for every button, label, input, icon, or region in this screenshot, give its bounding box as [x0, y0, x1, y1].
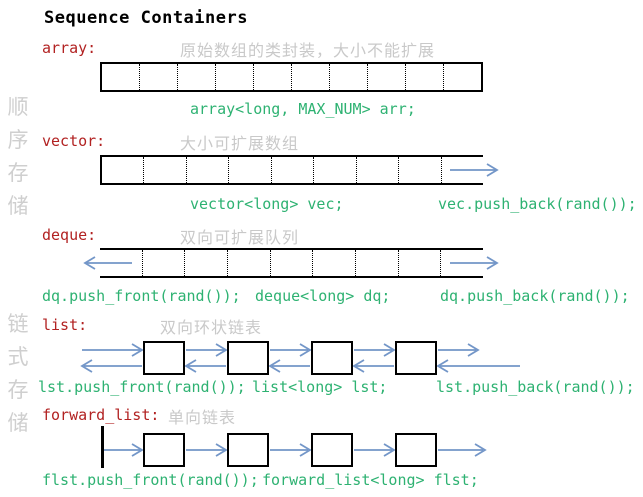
vector-cell — [187, 157, 230, 183]
forward-list-declaration-code: forward_list<long> flst; — [262, 471, 479, 489]
vector-cell — [229, 157, 272, 183]
side-label-linked-storage: 链式存储 — [7, 312, 29, 435]
array-declaration-code: array<long, MAX_NUM> arr; — [190, 100, 416, 118]
array-cell — [368, 64, 406, 90]
deque-grow-right-arrow-icon — [450, 256, 499, 270]
list-declaration-code: list<long> lst; — [252, 378, 388, 396]
array-cell — [102, 64, 140, 90]
list-next-arrows-icon — [82, 343, 480, 357]
array-cells-box — [100, 62, 483, 92]
list-node — [395, 341, 437, 375]
vector-cell — [144, 157, 187, 183]
forward-list-node — [311, 433, 353, 467]
list-description: 双向环状链表 — [160, 318, 263, 337]
deque-cells-box — [100, 248, 483, 278]
vector-push-back-code: vec.push_back(rand()); — [438, 195, 637, 213]
deque-label: deque: — [42, 226, 97, 244]
array-cell — [330, 64, 368, 90]
list-prev-arrows-icon — [80, 359, 520, 373]
list-push-front-code: lst.push_front(rand()); — [38, 378, 246, 396]
vector-declaration-code: vector<long> vec; — [190, 195, 344, 213]
vector-cells-box — [100, 155, 483, 185]
array-cell — [444, 64, 481, 90]
deque-cell — [397, 250, 441, 276]
vector-cell — [314, 157, 357, 183]
deque-cell — [227, 250, 270, 276]
deque-cell — [440, 250, 483, 276]
array-label: array: — [42, 39, 97, 57]
vector-cell — [102, 157, 145, 183]
array-description: 原始数组的类封装，大小不能扩展 — [180, 41, 436, 60]
list-node — [143, 341, 185, 375]
array-cell — [406, 64, 444, 90]
array-cell — [216, 64, 254, 90]
deque-cell — [355, 250, 398, 276]
deque-cell — [141, 250, 185, 276]
forward-list-description: 单向链表 — [168, 408, 237, 427]
list-push-back-code: lst.push_back(rand()); — [436, 378, 635, 396]
list-node — [311, 341, 353, 375]
forward-list-head-bar — [101, 426, 104, 468]
vector-cell — [272, 157, 315, 183]
array-cell — [254, 64, 292, 90]
deque-grow-left-arrow-icon — [83, 256, 132, 270]
forward-list-next-arrows-icon — [104, 443, 487, 457]
deque-description: 双向可扩展队列 — [180, 228, 300, 247]
vector-label: vector: — [42, 132, 106, 150]
forward-list-node — [143, 433, 185, 467]
vector-description: 大小可扩展数组 — [180, 134, 300, 153]
side-label-sequential-storage: 顺序存储 — [7, 95, 29, 218]
deque-push-front-code: dq.push_front(rand()); — [42, 287, 241, 305]
vector-grow-right-arrow-icon — [450, 163, 499, 177]
deque-cell — [312, 250, 355, 276]
deque-declaration-code: deque<long> dq; — [255, 287, 391, 305]
forward-list-node — [227, 433, 269, 467]
array-cell — [140, 64, 178, 90]
vector-cell — [399, 157, 442, 183]
deque-cell — [184, 250, 227, 276]
list-node — [227, 341, 269, 375]
doubly-linked-list-diagram — [80, 341, 520, 375]
forward-list-node — [395, 433, 437, 467]
forward-list-push-front-code: flst.push_front(rand()); — [42, 471, 259, 489]
list-nodes — [143, 341, 437, 375]
singly-linked-list-diagram — [101, 426, 487, 468]
forward-list-nodes — [143, 433, 437, 467]
deque-cell — [269, 250, 313, 276]
array-cell — [178, 64, 216, 90]
list-label: list: — [42, 316, 88, 334]
page-title: Sequence Containers — [44, 8, 248, 28]
vector-cell — [357, 157, 400, 183]
forward-list-label: forward_list: — [42, 406, 160, 424]
array-cell — [292, 64, 330, 90]
deque-push-back-code: dq.push_back(rand()); — [440, 287, 630, 305]
